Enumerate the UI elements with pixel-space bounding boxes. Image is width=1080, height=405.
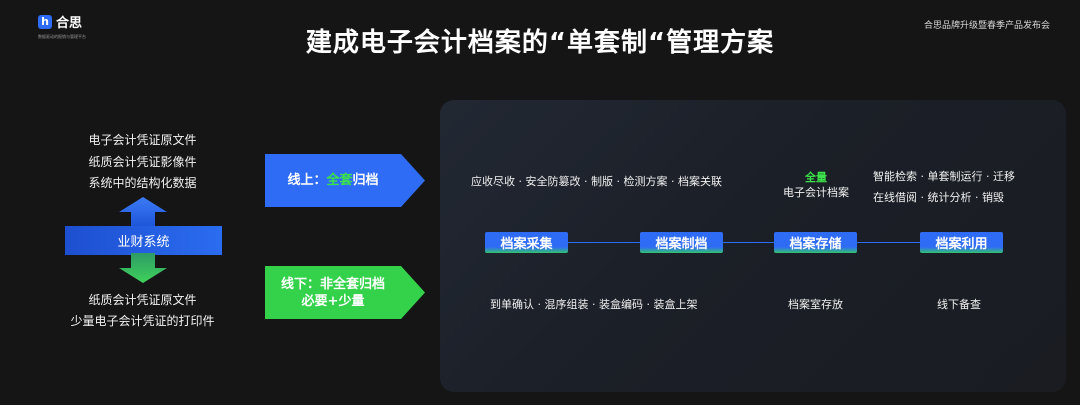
usage-line2: 在线借阅 · 统计分析 · 销毁 bbox=[873, 191, 1004, 204]
storage-offline-steps: 档案室存放 bbox=[788, 298, 843, 311]
source-item: 少量电子会计凭证的打印件 bbox=[70, 314, 215, 328]
source-item: 纸质会计凭证影像件 bbox=[88, 154, 197, 169]
offline-archive-arrow: 线下：非全套归档 必要+少量 bbox=[265, 266, 425, 319]
source-item: 系统中的结构化数据 bbox=[88, 176, 197, 190]
brand-tagline: 数据驱动的报销与管理平台 bbox=[38, 34, 86, 39]
usage-offline-steps: 线下备查 bbox=[937, 298, 981, 311]
online-highlight: 全套 bbox=[326, 173, 353, 188]
sources-bottom-list: 纸质会计凭证原文件 少量电子会计凭证的打印件 bbox=[55, 290, 230, 332]
business-system-bar: 业财系统 bbox=[65, 226, 222, 255]
slide-title: 建成电子会计档案的“单套制“管理方案 bbox=[305, 28, 775, 58]
source-item: 电子会计凭证原文件 bbox=[88, 133, 197, 147]
collection-features: 应收尽收 · 安全防篡改 · 制版 · 检测方案 · 档案关联 bbox=[471, 175, 722, 188]
brand-name: 合思 bbox=[56, 16, 83, 31]
stage-processing: 档案制档 bbox=[640, 232, 723, 253]
stage-collection: 档案采集 bbox=[485, 232, 568, 253]
brand-mark-icon: h bbox=[38, 14, 52, 29]
online-suffix: 归档 bbox=[352, 173, 379, 188]
process-timeline bbox=[560, 242, 960, 243]
brand-logo: h 合思 数据驱动的报销与管理平台 bbox=[38, 12, 102, 40]
stage-usage: 档案利用 bbox=[920, 232, 1003, 253]
sources-top-list: 电子会计凭证原文件 纸质会计凭证影像件 系统中的结构化数据 bbox=[60, 130, 225, 195]
collection-offline-steps: 到单确认 · 混序组装 · 装盒编码 · 装盒上架 bbox=[490, 298, 698, 311]
event-name: 合思品牌升级暨春季产品发布会 bbox=[923, 21, 1050, 31]
storage-features: 全量 电子会计档案 bbox=[770, 170, 862, 200]
stage-storage: 档案存储 bbox=[774, 232, 857, 253]
online-archive-arrow: 线上：全套归档 bbox=[265, 154, 425, 207]
arrow-down-icon bbox=[119, 253, 167, 283]
storage-highlight: 全量 bbox=[805, 171, 827, 184]
source-item: 纸质会计凭证原文件 bbox=[88, 293, 197, 307]
offline-line1: 线下：非全套归档 bbox=[280, 276, 385, 292]
usage-line1: 智能检索 · 单套制运行 · 迁移 bbox=[873, 170, 1015, 183]
online-prefix: 线上： bbox=[287, 173, 327, 188]
offline-line2: 必要+少量 bbox=[301, 293, 365, 309]
arrow-up-icon bbox=[119, 197, 167, 227]
storage-label: 电子会计档案 bbox=[783, 186, 849, 199]
usage-features: 智能检索 · 单套制运行 · 迁移 在线借阅 · 统计分析 · 销毁 bbox=[873, 166, 1043, 208]
